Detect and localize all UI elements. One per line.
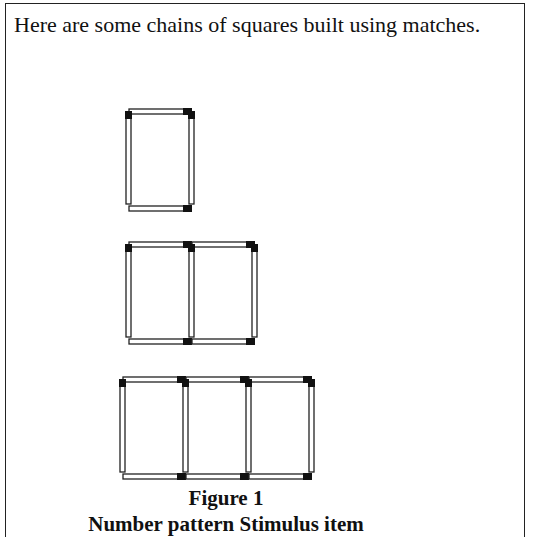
figure-caption: Figure 1 <box>0 486 452 511</box>
intro-text: Here are some chains of squares built us… <box>14 8 514 42</box>
item-frame <box>5 3 525 537</box>
one-square-chain <box>125 108 195 212</box>
two-square-chain <box>125 241 258 345</box>
figure-subtitle: Number pattern Stimulus item <box>0 512 452 537</box>
three-square-chain <box>119 376 315 480</box>
